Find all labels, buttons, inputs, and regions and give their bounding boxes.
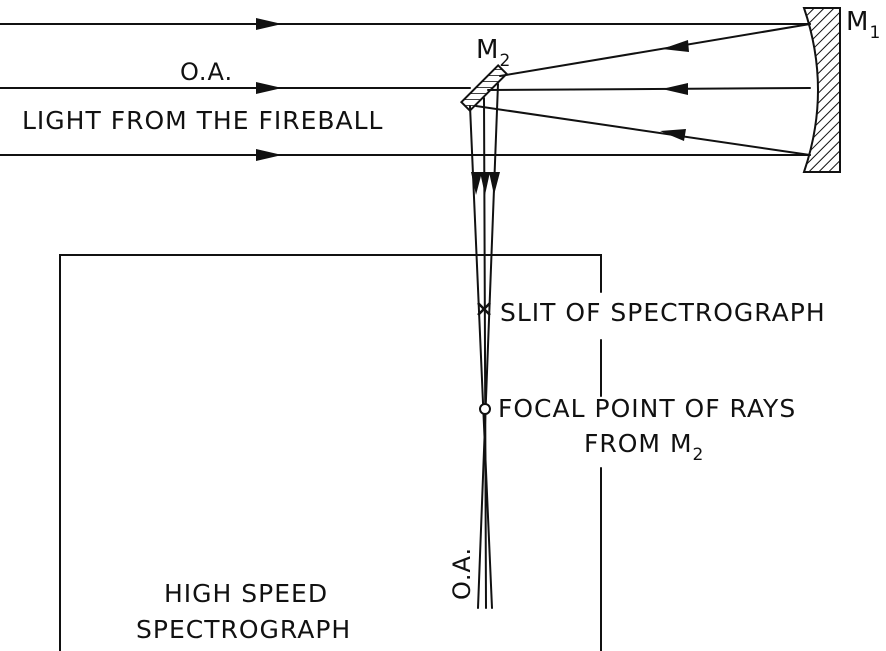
- m2-down-ray-left: [469, 105, 493, 609]
- arrow-down-center: [480, 172, 490, 195]
- m1-to-m2-ray-top: [499, 23, 811, 77]
- mirror-m2-label: M2: [476, 35, 511, 71]
- focal-point-marker: [479, 403, 491, 415]
- optical-axis-vertical-label: O.A.: [448, 547, 476, 600]
- m1-to-m2-ray-bottom: [475, 105, 811, 156]
- spectrograph-box: [59, 254, 602, 651]
- slit-label: SLIT OF SPECTROGRAPH: [500, 298, 826, 327]
- arrow-return-middle: [662, 83, 688, 95]
- arrow-return-top: [662, 40, 689, 52]
- slit-marker: [477, 302, 491, 316]
- focal-point-label-line1: FOCAL POINT OF RAYS: [498, 394, 796, 423]
- optical-axis-top-label: O.A.: [180, 58, 233, 86]
- instrument-label-line2: SPECTROGRAPH: [136, 615, 351, 644]
- arrow-return-bottom: [660, 129, 686, 141]
- arrow-down-right: [489, 172, 500, 195]
- focal-point-label-line2: FROM M2: [584, 429, 704, 465]
- mirror-m1: [802, 7, 841, 173]
- arrow-down-left: [471, 172, 482, 195]
- arrow-incoming-middle: [256, 82, 282, 94]
- m2-down-ray-right: [477, 83, 499, 609]
- mirror-m1-label: M1: [846, 7, 881, 43]
- instrument-label-line1: HIGH SPEED: [164, 579, 328, 608]
- mirror-m2: [459, 63, 509, 113]
- arrow-incoming-top: [256, 18, 282, 30]
- light-source-label: LIGHT FROM THE FIREBALL: [22, 106, 383, 135]
- ray-arrows: [256, 18, 689, 195]
- m1-to-m2-ray-middle: [487, 87, 811, 91]
- arrow-incoming-bottom: [256, 149, 282, 161]
